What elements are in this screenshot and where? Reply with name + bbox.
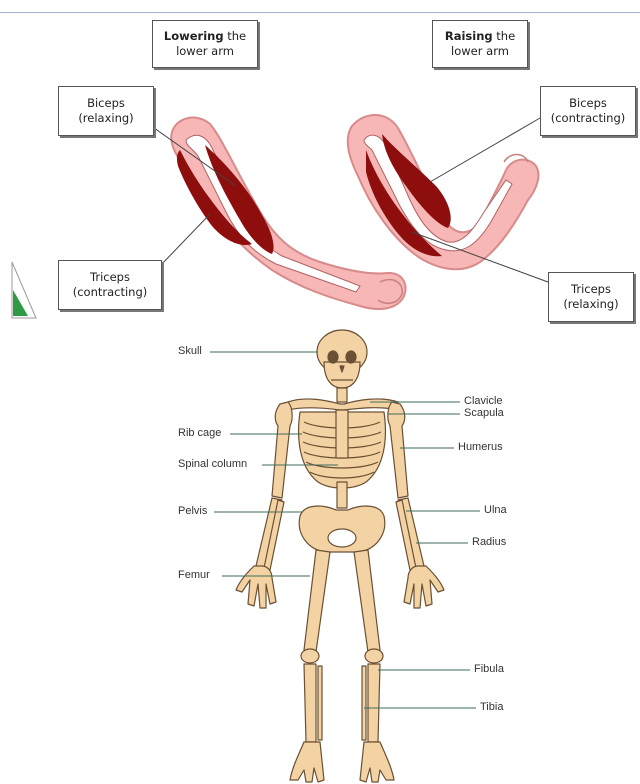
skull-shape [317, 330, 367, 388]
right-humerus [388, 402, 408, 498]
right-hand-bones [404, 566, 444, 608]
right-foot [360, 742, 394, 782]
tibia-label: Tibia [480, 701, 503, 714]
left-tibia [304, 664, 316, 742]
pelvis-label: Pelvis [178, 505, 207, 518]
right-femur [354, 550, 380, 652]
fibula-label: Fibula [474, 663, 504, 676]
rib-cage-label: Rib cage [178, 427, 221, 440]
spine-shape [337, 482, 347, 508]
radius-label: Radius [472, 536, 506, 549]
left-femur [304, 550, 330, 652]
left-foot [290, 742, 324, 782]
scapula-label: Scapula [464, 407, 504, 420]
left-hand-bones [236, 566, 276, 608]
spinal-column-label: Spinal column [178, 458, 247, 471]
right-tibia [368, 664, 380, 742]
left-humerus [272, 402, 292, 498]
ulna-label: Ulna [484, 504, 507, 517]
humerus-label: Humerus [458, 441, 503, 454]
skull-label: Skull [178, 345, 202, 358]
femur-label: Femur [178, 569, 210, 582]
